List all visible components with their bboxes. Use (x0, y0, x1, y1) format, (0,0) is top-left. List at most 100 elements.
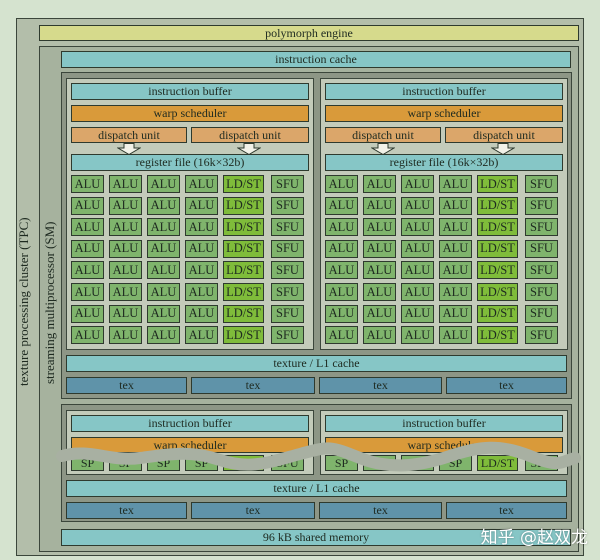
unit-alu: ALU (439, 304, 472, 323)
unit-alu: ALU (109, 283, 142, 301)
unit-sfu: SFU (525, 218, 558, 237)
unit-alu: ALU (401, 175, 434, 193)
unit-alu: ALU (185, 304, 218, 323)
unit-alu: ALU (401, 196, 434, 215)
unit-sfu: SFU (525, 239, 558, 258)
unit-alu: ALU (185, 283, 218, 301)
texture-l1-cache: texture / L1 cache (66, 480, 567, 497)
unit-ld-st: LD/ST (223, 196, 264, 215)
unit-alu: ALU (109, 239, 142, 258)
unit-alu: ALU (185, 175, 218, 193)
unit-ld-st: LD/ST (477, 326, 518, 345)
unit-alu: ALU (401, 218, 434, 237)
tex-unit: tex (191, 377, 315, 394)
register-file: register file (16k×32b) (325, 154, 563, 171)
unit-ld-st: LD/ST (477, 304, 518, 323)
unit-alu: ALU (71, 218, 104, 237)
unit-alu: ALU (363, 326, 396, 345)
unit-alu: ALU (147, 218, 180, 237)
unit-sfu: SFU (271, 326, 304, 345)
dispatch-unit: dispatch unit (191, 127, 309, 143)
unit-ld-st: LD/ST (223, 326, 264, 345)
unit-sfu: SFU (271, 175, 304, 193)
unit-alu: ALU (439, 196, 472, 215)
instruction-buffer: instruction buffer (325, 83, 563, 100)
unit-alu: ALU (147, 326, 180, 345)
unit-alu: ALU (363, 304, 396, 323)
shared-memory: 96 kB shared memory (61, 529, 571, 546)
unit-ld-st: LD/ST (223, 261, 264, 280)
instruction-cache: instruction cache (61, 51, 571, 68)
unit-ld-st: LD/ST (223, 218, 264, 237)
tex-unit: tex (66, 377, 187, 394)
dispatch-unit: dispatch unit (325, 127, 441, 143)
unit-alu: ALU (325, 304, 358, 323)
unit-sfu: SFU (525, 261, 558, 280)
unit-alu: ALU (185, 218, 218, 237)
unit-alu: ALU (325, 218, 358, 237)
unit-ld-st: LD/ST (223, 283, 264, 301)
unit-alu: ALU (363, 218, 396, 237)
unit-sfu: SFU (525, 326, 558, 345)
unit-alu: ALU (325, 326, 358, 345)
unit-alu: ALU (71, 239, 104, 258)
unit-ld-st: LD/ST (223, 239, 264, 258)
unit-alu: ALU (147, 196, 180, 215)
unit-alu: ALU (147, 175, 180, 193)
unit-alu: ALU (363, 283, 396, 301)
unit-ld-st: LD/ST (477, 283, 518, 301)
unit-alu: ALU (71, 196, 104, 215)
unit-alu: ALU (325, 196, 358, 215)
unit-alu: ALU (401, 261, 434, 280)
down-arrow-icon (117, 143, 141, 155)
down-arrow-icon (491, 143, 515, 155)
unit-alu: ALU (439, 175, 472, 193)
instruction-buffer: instruction buffer (71, 83, 309, 100)
unit-sfu: SFU (271, 283, 304, 301)
unit-alu: ALU (185, 239, 218, 258)
unit-ld-st: LD/ST (477, 196, 518, 215)
tex-unit: tex (319, 377, 442, 394)
unit-ld-st: LD/ST (477, 218, 518, 237)
dispatch-unit: dispatch unit (445, 127, 563, 143)
unit-sfu: SFU (271, 196, 304, 215)
unit-alu: ALU (325, 239, 358, 258)
unit-alu: ALU (363, 175, 396, 193)
unit-ld-st: LD/ST (477, 239, 518, 258)
unit-alu: ALU (185, 196, 218, 215)
dispatch-unit: dispatch unit (71, 127, 187, 143)
unit-alu: ALU (325, 175, 358, 193)
unit-alu: ALU (363, 239, 396, 258)
warp-scheduler: warp scheduler (325, 105, 563, 122)
texture-l1-cache: texture / L1 cache (66, 355, 567, 372)
unit-alu: ALU (147, 239, 180, 258)
instruction-buffer: instruction buffer (71, 415, 309, 432)
unit-alu: ALU (439, 326, 472, 345)
unit-alu: ALU (363, 196, 396, 215)
unit-alu: ALU (147, 261, 180, 280)
unit-alu: ALU (109, 218, 142, 237)
unit-alu: ALU (325, 261, 358, 280)
unit-alu: ALU (401, 239, 434, 258)
unit-alu: ALU (439, 261, 472, 280)
unit-alu: ALU (109, 196, 142, 215)
unit-alu: ALU (147, 283, 180, 301)
unit-alu: ALU (401, 326, 434, 345)
unit-alu: ALU (71, 261, 104, 280)
unit-ld-st: LD/ST (223, 175, 264, 193)
unit-alu: ALU (401, 283, 434, 301)
unit-sfu: SFU (525, 304, 558, 323)
unit-alu: ALU (109, 261, 142, 280)
unit-ld-st: LD/ST (477, 175, 518, 193)
unit-ld-st: LD/ST (477, 455, 518, 471)
unit-alu: ALU (325, 283, 358, 301)
unit-alu: ALU (439, 283, 472, 301)
tex-unit: tex (446, 377, 567, 394)
unit-sfu: SFU (271, 239, 304, 258)
unit-alu: ALU (109, 175, 142, 193)
unit-ld-st: LD/ST (223, 304, 264, 323)
unit-alu: ALU (439, 218, 472, 237)
unit-alu: ALU (363, 261, 396, 280)
unit-alu: ALU (109, 304, 142, 323)
